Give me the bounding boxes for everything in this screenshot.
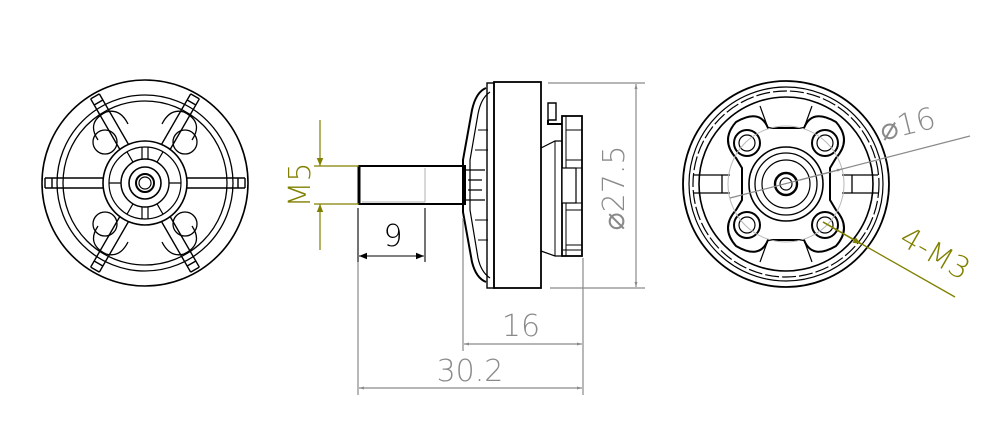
dimension-16-diameter-label: ⌀16: [876, 101, 939, 149]
dimension-bell-diameter: [548, 82, 645, 289]
front-view: [41, 79, 249, 287]
side-view: [357, 81, 583, 289]
dimension-4-m3-label: 4-M3: [894, 220, 976, 288]
dimension-m5: [314, 120, 359, 250]
rear-view: [682, 80, 890, 288]
dimension-9-label: 9: [383, 219, 402, 254]
dimension-mount-pattern: [729, 135, 971, 199]
dimension-lengths: [357, 218, 584, 395]
dimension-16-label: 16: [502, 309, 540, 344]
dimension-30-2-label: 30.2: [437, 354, 504, 389]
dimension-m5-label: M5: [283, 163, 318, 208]
dimension-mount-holes: [822, 221, 956, 298]
dimension-shaft-length: [357, 208, 426, 262]
dimension-27-5-label: ⌀27.5: [597, 146, 632, 231]
